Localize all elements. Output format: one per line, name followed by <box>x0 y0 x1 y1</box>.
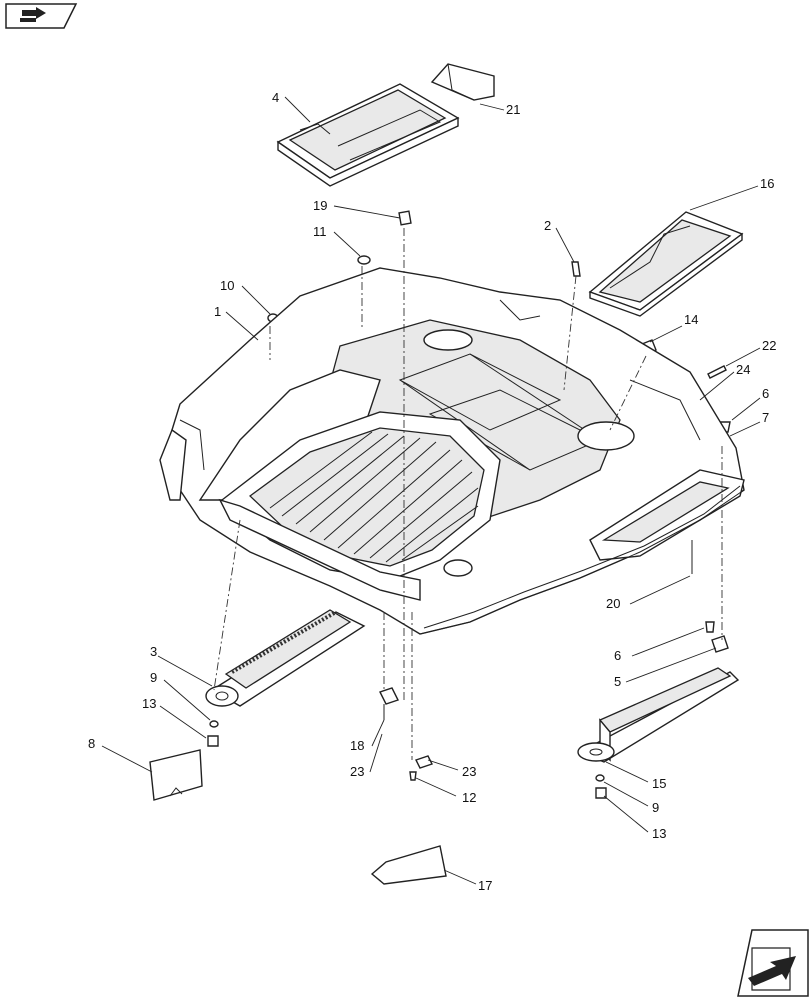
callout-19: 19 <box>313 198 327 213</box>
leader-lines <box>101 96 761 885</box>
part-21-bracket <box>430 63 495 101</box>
part-22-pin <box>707 365 727 379</box>
part-6-bracket <box>711 635 729 653</box>
callout-11: 11 <box>313 224 327 239</box>
callout-22: 22 <box>762 338 776 353</box>
skylight-ribs <box>269 431 479 563</box>
callout-14: 14 <box>684 312 698 327</box>
callout-labels: 4 21 16 19 2 11 10 1 14 22 24 6 7 20 6 5… <box>88 90 776 893</box>
callout-17: 17 <box>478 878 492 893</box>
part-12-screw <box>409 771 417 781</box>
part-6-screw-lower <box>705 621 715 633</box>
callout-23-right: 23 <box>462 764 476 779</box>
part-11-nut <box>357 255 371 265</box>
assembly-lines <box>213 228 723 760</box>
part-3-vent-duct <box>205 609 366 707</box>
callout-8: 8 <box>88 736 95 751</box>
part-9-nut-right <box>595 774 605 782</box>
part-18-connector <box>379 687 399 720</box>
part-4-cover-panel <box>276 83 460 187</box>
part-8-decal <box>149 749 203 801</box>
callout-9-right: 9 <box>652 800 659 815</box>
callout-6-lower: 6 <box>614 648 621 663</box>
callout-9-left: 9 <box>150 670 157 685</box>
back-arrow-icon <box>20 7 46 22</box>
back-nav-button[interactable] <box>5 3 78 29</box>
callout-21: 21 <box>506 102 520 117</box>
callout-24: 24 <box>736 362 750 377</box>
part-2-pin <box>571 261 581 277</box>
callout-12: 12 <box>462 790 476 805</box>
part-16-cover-panel <box>588 211 744 317</box>
callout-3: 3 <box>150 644 157 659</box>
callout-20: 20 <box>606 596 620 611</box>
callout-13-right: 13 <box>652 826 666 841</box>
callout-5: 5 <box>614 674 621 689</box>
callout-4: 4 <box>272 90 279 105</box>
part-9-nut-left <box>209 720 219 728</box>
callout-23-left: 23 <box>350 764 364 779</box>
callout-10: 10 <box>220 278 234 293</box>
part-1-roof-assembly <box>159 267 745 635</box>
forward-arrow-icon <box>748 947 796 991</box>
part-19-clip <box>398 210 412 226</box>
callout-7: 7 <box>762 410 769 425</box>
part-23-hose-clip <box>415 755 433 769</box>
callout-15: 15 <box>652 776 666 791</box>
part-5-vent-duct <box>577 667 740 763</box>
part-13-fastener-left <box>207 735 219 747</box>
forward-nav-button[interactable] <box>737 929 809 997</box>
callout-2: 2 <box>544 218 551 233</box>
callout-16: 16 <box>760 176 774 191</box>
callout-1: 1 <box>214 304 221 319</box>
callout-6-upper: 6 <box>762 386 769 401</box>
callout-18: 18 <box>350 738 364 753</box>
callout-13-left: 13 <box>142 696 156 711</box>
part-17-decal <box>370 845 447 885</box>
